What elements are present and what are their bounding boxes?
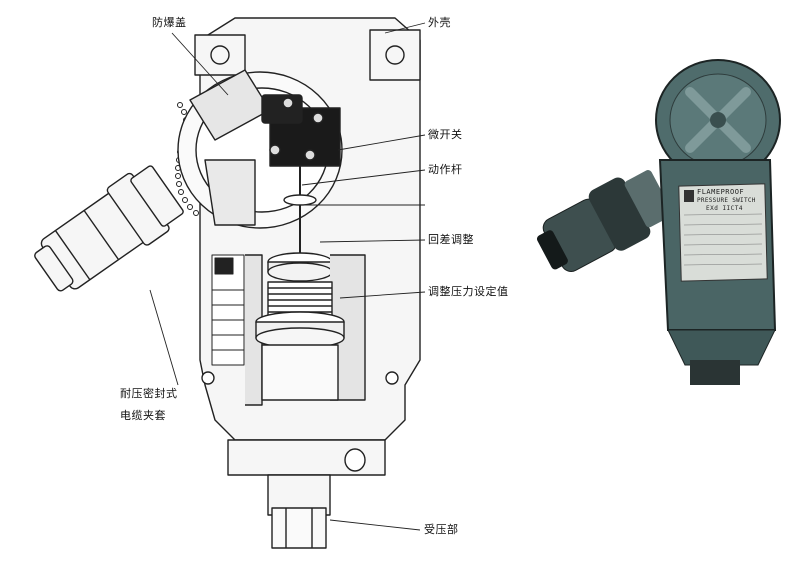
nameplate-model: EXd IICT4	[706, 205, 744, 212]
nameplate-subtitle: PRESSURE SWITCH	[697, 197, 756, 204]
label-differential-adjust: 回差调整	[428, 233, 474, 246]
label-setpoint-adjust: 调整压力设定值	[428, 285, 509, 298]
product-nameplate	[678, 183, 768, 282]
setpoint-nut	[255, 281, 345, 349]
label-cable-gland-line2: 电缆夹套	[120, 409, 166, 422]
label-cable-gland-line1: 耐压密封式	[120, 387, 178, 400]
nameplate-brand: FLAMEPROOF	[697, 188, 745, 196]
label-pressure-port: 受压部	[424, 523, 459, 536]
left-nameplate	[211, 254, 245, 366]
label-housing: 外壳	[428, 16, 451, 29]
label-explosion-cover: 防爆盖	[152, 16, 187, 29]
product-photo	[536, 59, 781, 385]
micro-switch-block	[261, 94, 341, 167]
label-micro-switch: 微开关	[428, 128, 463, 141]
cutaway-drawing	[34, 17, 421, 549]
label-actuator-rod: 动作杆	[428, 163, 463, 176]
cable-gland	[34, 165, 184, 292]
leader-lines	[149, 22, 426, 531]
